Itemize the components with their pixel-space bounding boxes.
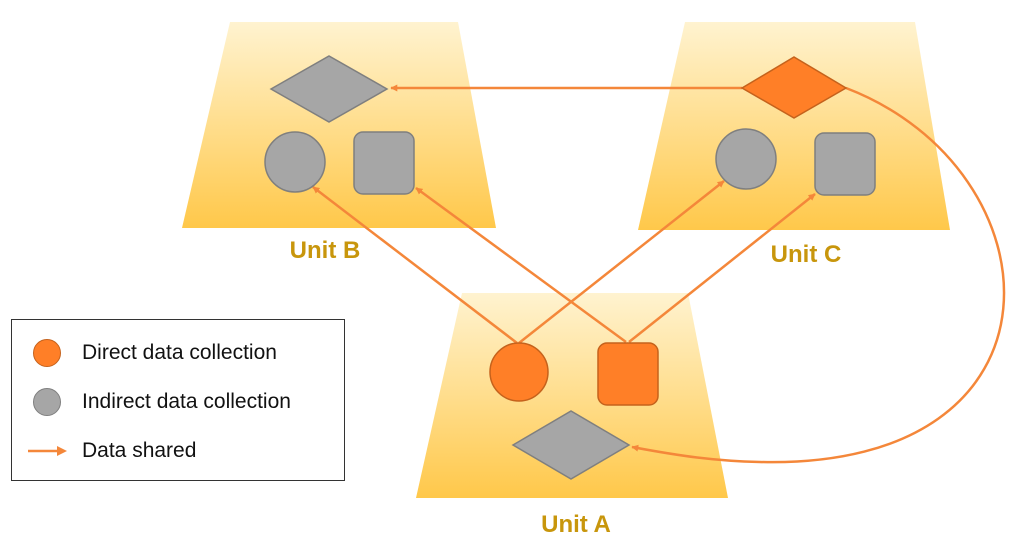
legend: Direct data collection Indirect data col… bbox=[11, 319, 345, 481]
unit-b-circle bbox=[264, 131, 326, 193]
unit-c-label: Unit C bbox=[771, 241, 842, 268]
unit-c-square bbox=[814, 132, 876, 196]
unit-a-diamond bbox=[511, 410, 631, 480]
unit-b-diamond bbox=[269, 55, 389, 123]
arrow-a-square-to-c-square bbox=[628, 193, 816, 343]
arrow-a-square-to-b-square bbox=[415, 186, 627, 344]
unit-b-label: Unit B bbox=[290, 237, 361, 264]
direct-circle-icon bbox=[33, 339, 61, 367]
unit-c-circle bbox=[715, 128, 777, 190]
unit-c-panel bbox=[638, 22, 950, 230]
arrow-icon bbox=[28, 446, 67, 456]
unit-a-circle bbox=[489, 342, 549, 402]
unit-b-square bbox=[353, 131, 415, 195]
arrow-c-diamond-to-a-diamond bbox=[631, 86, 1006, 464]
unit-c-diamond bbox=[740, 56, 848, 119]
legend-item-shared: Data shared bbox=[12, 431, 196, 471]
indirect-circle-icon bbox=[33, 388, 61, 416]
unit-a-label: Unit A bbox=[541, 511, 611, 538]
legend-label-indirect: Indirect data collection bbox=[82, 390, 291, 413]
legend-item-direct: Direct data collection bbox=[12, 333, 277, 373]
unit-a-square bbox=[597, 342, 659, 406]
legend-item-indirect: Indirect data collection bbox=[12, 382, 291, 422]
unit-b-panel bbox=[182, 22, 496, 228]
legend-label-direct: Direct data collection bbox=[82, 341, 277, 364]
legend-label-shared: Data shared bbox=[82, 439, 197, 462]
arrow-a-circle-to-c-circle bbox=[518, 180, 725, 344]
arrow-a-circle-to-b-circle bbox=[312, 186, 518, 344]
